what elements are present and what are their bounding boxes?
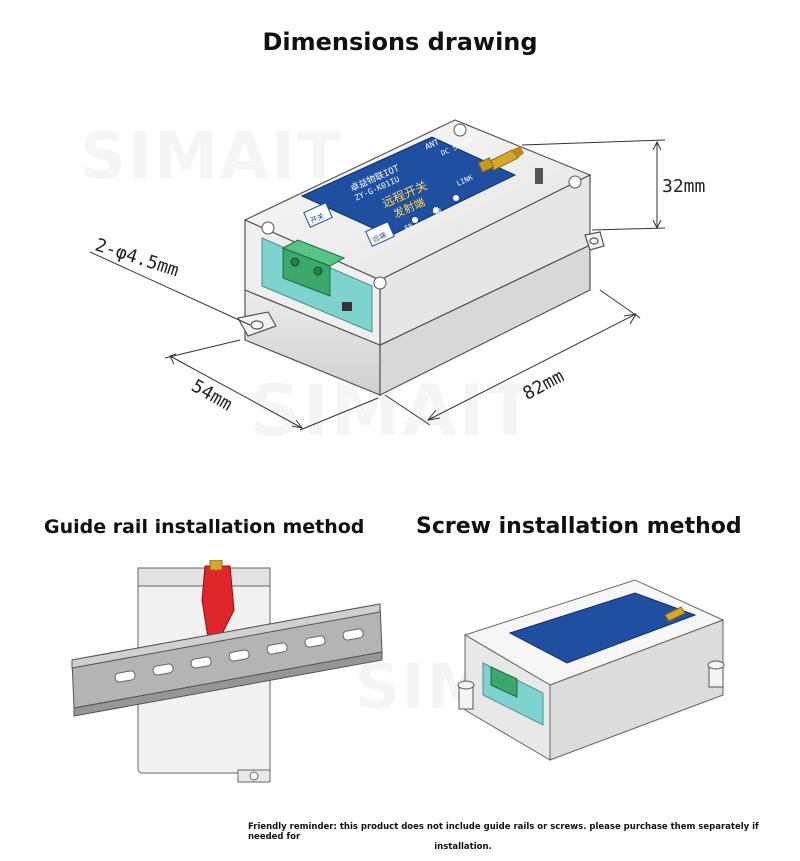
rail-section-title: Guide rail installation method: [44, 516, 365, 538]
screw-section-title: Screw installation method: [416, 514, 742, 539]
rail-illustration: [71, 560, 383, 783]
dim-holes: 2-φ4.5mm: [92, 235, 181, 282]
label-panel: [300, 136, 517, 237]
friendly-reminder: Friendly reminder: this product does not…: [248, 822, 768, 852]
label-panel-small: [508, 592, 697, 664]
dim-height: 32mm: [662, 176, 705, 197]
panel-fb: FB: [403, 222, 414, 233]
dimensions-title: Dimensions drawing: [262, 28, 538, 56]
screw-illustration: [457, 579, 725, 761]
led: [412, 217, 418, 223]
led: [433, 207, 439, 213]
antenna-connector-small: [664, 606, 686, 622]
reminder-line-1: Friendly reminder: this product does not…: [248, 822, 759, 842]
antenna-connector: [477, 146, 524, 173]
mounting-ear: [237, 231, 605, 337]
dimension-drawing: 卓益物联IOT ZY-G-K01IU 远程开关 发射端 ANT DC 5-30V…: [89, 119, 705, 431]
screw-icon: [457, 660, 725, 710]
dim-length: 82mm: [520, 366, 568, 405]
dim-width: 54mm: [188, 375, 236, 415]
reminder-line-2: installation.: [434, 842, 492, 852]
panel-sw: SW: [432, 207, 444, 218]
led: [453, 195, 459, 201]
